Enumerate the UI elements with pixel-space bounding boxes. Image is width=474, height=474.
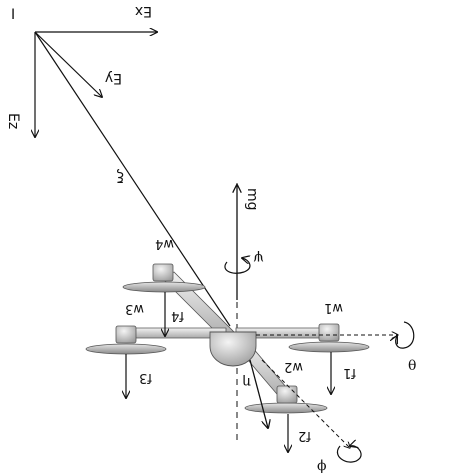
f4-label: f4	[171, 308, 184, 323]
ey-axis	[34, 31, 102, 97]
body-y-axis-group: ϕ	[261, 359, 362, 474]
theta-rotation-arrow	[396, 321, 415, 349]
f2-label: f2	[298, 428, 311, 443]
mg-label: mg	[244, 188, 260, 211]
psi-rotation-arrow	[224, 258, 251, 274]
phi-rotation-arrow	[337, 446, 362, 463]
rotor-4-hub	[152, 263, 174, 282]
rotor-3-disk	[85, 343, 167, 355]
ex-label: Ex	[135, 3, 152, 19]
w4-label: w4	[155, 236, 174, 251]
f3-label: f3	[139, 370, 152, 385]
body-vertical-axis: mg ψ	[224, 183, 264, 440]
xi-position-vector	[34, 31, 231, 327]
origin-label: I	[11, 7, 15, 23]
rotor-1: w1 f1	[288, 300, 370, 394]
rotor-2-hub	[276, 385, 298, 404]
w3-label: w3	[125, 301, 144, 316]
rotor-4: w4 f4	[122, 236, 206, 336]
psi-label: ψ	[253, 250, 264, 266]
rotor-1-disk	[288, 341, 370, 353]
xi-label: ξ	[116, 168, 124, 184]
rotor-1-hub	[318, 323, 340, 342]
eta-vector	[249, 359, 268, 428]
theta-label: θ	[408, 358, 416, 374]
body-x-axis-group: θ	[256, 321, 416, 374]
phi-label: ϕ	[317, 458, 327, 474]
ez-label: Ez	[5, 113, 21, 129]
rotor-3-hub	[115, 325, 137, 344]
eta-label: η	[243, 374, 251, 390]
rotor-2-disk	[244, 402, 328, 414]
ey-label: Ey	[105, 70, 122, 86]
rotor-4-disk	[122, 281, 206, 293]
f1-label: f1	[343, 365, 356, 380]
rotor-2: w2 f2	[244, 359, 328, 452]
eta-vector-group: η	[243, 359, 268, 428]
central-body	[209, 331, 257, 367]
rotor-3: w3 f3	[85, 301, 167, 398]
w1-label: w1	[324, 300, 343, 315]
w2-label: w2	[284, 359, 303, 374]
inertial-frame: I Ex Ey Ez ξ	[5, 3, 231, 327]
